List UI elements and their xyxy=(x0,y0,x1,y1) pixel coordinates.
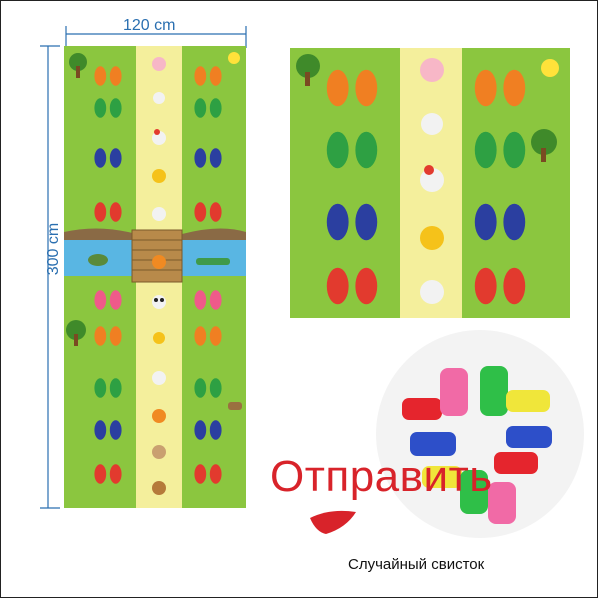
tree-icon xyxy=(66,320,86,346)
footprint-icon xyxy=(326,203,378,241)
turtle-icon xyxy=(88,254,108,266)
whistle-icon xyxy=(506,426,552,448)
rooster-icon xyxy=(152,129,166,145)
footprint-icon xyxy=(94,420,122,440)
sun-icon xyxy=(228,52,240,64)
footprint-icon xyxy=(94,202,122,222)
footprint-icon xyxy=(194,326,222,346)
left-mat xyxy=(64,46,246,508)
chick-icon xyxy=(152,481,166,495)
panda-icon xyxy=(152,295,166,309)
whistle-icon xyxy=(506,390,550,412)
whistle-caption: Случайный свисток xyxy=(348,556,485,573)
footprint-icon xyxy=(194,202,222,222)
chick-icon xyxy=(421,113,443,135)
rooster-icon xyxy=(420,165,444,192)
footprint-icon xyxy=(94,98,122,118)
tiger-icon xyxy=(152,409,166,423)
footprint-icon xyxy=(194,98,222,118)
footprint-icon xyxy=(194,66,222,86)
footprint-icon xyxy=(474,203,526,241)
whistle-icon xyxy=(494,452,538,474)
footprint-icon xyxy=(94,378,122,398)
whistle-icon xyxy=(480,366,508,416)
whistle-icon xyxy=(440,368,468,416)
sun-icon xyxy=(541,59,559,77)
chick-icon xyxy=(153,92,165,104)
width-dimension-line xyxy=(65,26,247,48)
whistle-icon xyxy=(488,482,516,524)
footprint-icon xyxy=(194,464,222,484)
footprint-icon xyxy=(194,290,222,310)
footprint-icon xyxy=(474,267,526,305)
tree-icon xyxy=(69,53,87,78)
height-dimension-label: 300 cm xyxy=(45,222,62,276)
footprint-icon xyxy=(326,69,378,107)
chick-icon xyxy=(153,332,165,344)
footprint-icon xyxy=(94,326,122,346)
chick-icon xyxy=(152,169,166,183)
goat-icon xyxy=(420,280,444,304)
tree-icon xyxy=(531,129,557,162)
goat-icon xyxy=(152,445,166,459)
whistle-icon xyxy=(460,470,488,514)
footprint-icon xyxy=(326,267,378,305)
tree-icon xyxy=(296,54,320,86)
send-swoosh-icon xyxy=(310,510,356,534)
footprint-icon xyxy=(94,148,122,168)
footprint-icon xyxy=(474,131,526,169)
tiger-icon xyxy=(152,255,166,269)
width-dimension-label: 120 cm xyxy=(123,17,176,34)
whistle-icon xyxy=(410,432,456,456)
footprint-icon xyxy=(194,148,222,168)
crocodile-icon xyxy=(196,258,230,265)
chick-icon xyxy=(420,226,444,250)
send-label: Отправить xyxy=(270,452,493,501)
right-mat-zoom xyxy=(290,48,570,318)
goat-icon xyxy=(152,207,166,221)
footprint-icon xyxy=(94,290,122,310)
height-dimension-line xyxy=(40,45,60,509)
pig-icon xyxy=(152,57,166,71)
footprint-icon xyxy=(94,66,122,86)
footprint-icon xyxy=(94,464,122,484)
whistle-photo xyxy=(376,330,584,538)
whistle-icon xyxy=(422,466,462,488)
pig-icon xyxy=(420,58,444,82)
footprint-icon xyxy=(194,378,222,398)
footprint-icon xyxy=(194,420,222,440)
footprint-icon xyxy=(474,69,526,107)
footprint-icon xyxy=(326,131,378,169)
rabbit-icon xyxy=(152,371,166,385)
whistle-icon xyxy=(402,398,442,420)
